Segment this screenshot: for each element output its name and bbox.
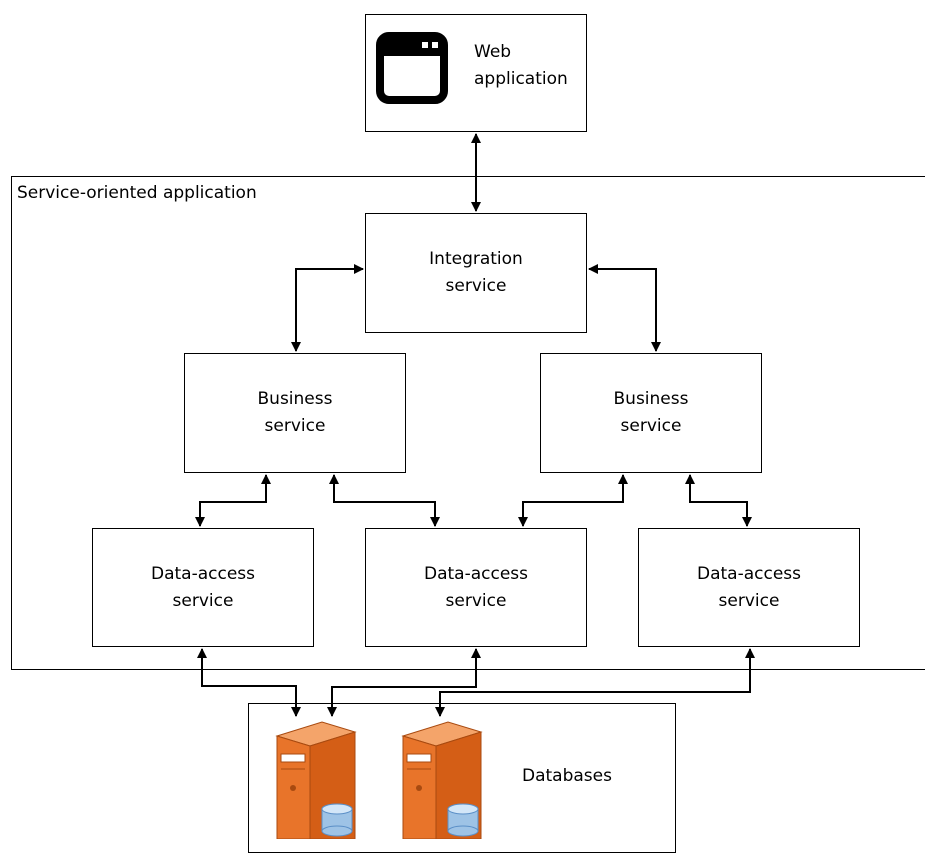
database-server-icon	[275, 721, 357, 839]
data-access-3-line1: Data-access	[696, 564, 801, 584]
database-server-icon-2	[401, 721, 483, 839]
integration-line1: Integration	[429, 249, 523, 269]
databases-label: Databases	[522, 766, 612, 786]
browser-window-icon	[376, 32, 448, 104]
arrow-da1-db	[197, 648, 301, 717]
arrow-integration-business-left	[291, 264, 364, 352]
data-access-service-box-3: Data-access service	[638, 528, 860, 647]
arrow-br-da2	[518, 474, 628, 527]
arrow-bl-da2	[329, 474, 440, 527]
data-access-service-box-1: Data-access service	[92, 528, 314, 647]
data-access-2-line1: Data-access	[423, 564, 528, 584]
data-access-3-line2: service	[718, 591, 780, 611]
business-right-line1: Business	[613, 389, 689, 409]
arrow-da2-db	[327, 648, 481, 717]
business-right-line2: service	[620, 416, 682, 436]
data-access-service-box-2: Data-access service	[365, 528, 587, 647]
business-service-box-right: Business service	[540, 353, 762, 473]
integration-line2: service	[445, 276, 507, 296]
data-access-2-line2: service	[445, 591, 507, 611]
arrow-br-da3	[685, 474, 752, 527]
arrow-bl-da1	[195, 474, 271, 527]
soa-label: Service-oriented application	[17, 183, 257, 203]
arrow-integration-business-right	[588, 264, 661, 352]
data-access-1-line1: Data-access	[150, 564, 255, 584]
web-app-line1: Web	[474, 42, 512, 62]
arrow-da3-db	[435, 648, 755, 717]
integration-service-box: Integration service	[365, 213, 587, 333]
business-service-box-left: Business service	[184, 353, 406, 473]
business-left-line1: Business	[257, 389, 333, 409]
data-access-1-line2: service	[172, 591, 234, 611]
web-app-line2: application	[474, 69, 568, 89]
web-application-box: Web application	[365, 14, 587, 132]
business-left-line2: service	[264, 416, 326, 436]
databases-box: Databases	[248, 703, 676, 853]
